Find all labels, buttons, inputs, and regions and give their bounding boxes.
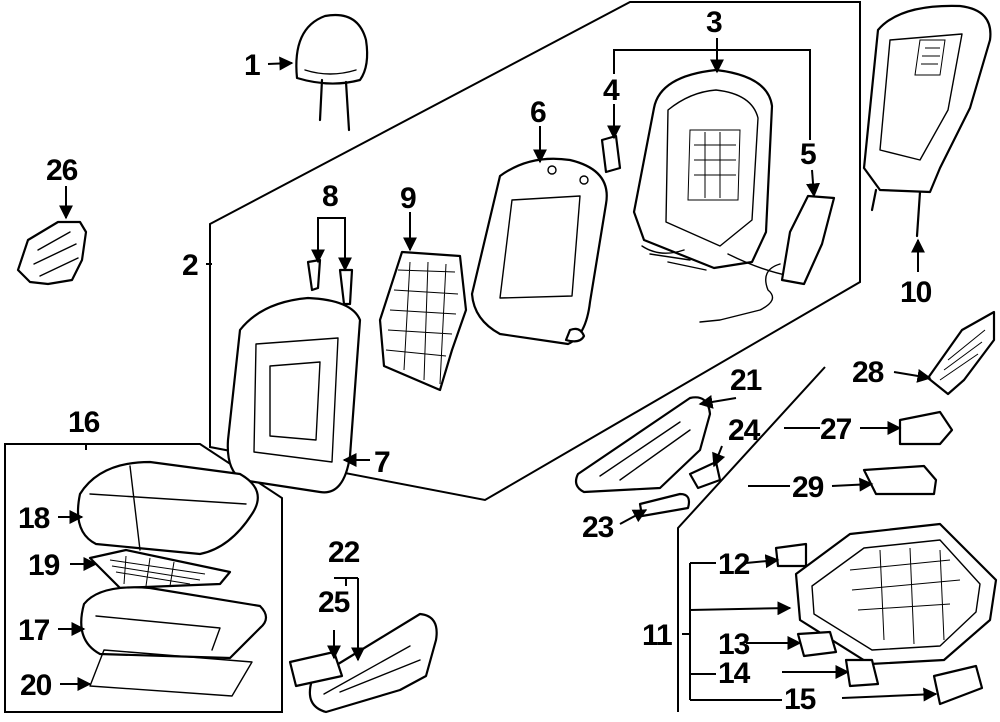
motor-part[interactable] (796, 630, 838, 658)
callout-3: 3 (706, 6, 722, 39)
callout-16: 16 (68, 406, 100, 439)
cushion-sheet-part[interactable] (89, 649, 253, 697)
callout-25: 25 (318, 586, 350, 619)
callout-10: 10 (900, 276, 932, 309)
cushion-cover-part[interactable] (76, 460, 259, 556)
leader-lines (58, 38, 938, 702)
callout-labels: 1 2 3 4 5 6 7 8 9 10 11 12 13 14 15 16 1… (18, 6, 933, 716)
callout-26: 26 (46, 154, 78, 187)
heater-mat-part[interactable] (88, 548, 232, 590)
lever-part[interactable] (638, 492, 691, 518)
callout-18: 18 (18, 502, 50, 535)
callout-15: 15 (784, 683, 816, 716)
callout-14: 14 (718, 657, 751, 690)
lower-side-trim-part[interactable] (308, 612, 438, 714)
seatback-cover-part[interactable] (470, 157, 608, 346)
track-group-frame (677, 366, 826, 712)
seatback-frame-part[interactable] (632, 68, 791, 277)
side-bracket-part[interactable] (16, 220, 88, 286)
callout-4: 4 (603, 74, 620, 107)
callout-11: 11 (642, 619, 672, 652)
headrest-part[interactable] (295, 13, 369, 132)
seatback-group-frame (209, 1, 861, 502)
sensor-part[interactable] (844, 658, 880, 688)
callout-8: 8 (322, 180, 338, 213)
clip-part[interactable] (600, 134, 622, 174)
track-clip-part[interactable] (774, 542, 808, 568)
callout-27: 27 (820, 413, 852, 446)
callout-12: 12 (718, 548, 750, 581)
callout-19: 19 (28, 549, 60, 582)
side-shield-part[interactable] (574, 396, 712, 494)
callout-2: 2 (182, 249, 198, 282)
callout-29: 29 (792, 471, 824, 504)
seatback-front-cover-part[interactable] (226, 296, 362, 494)
callout-1: 1 (244, 49, 260, 82)
headrest-guide-part[interactable] (306, 258, 354, 306)
callout-20: 20 (20, 669, 52, 702)
cushion-pad-part[interactable] (80, 586, 268, 660)
bracket-part[interactable] (688, 460, 722, 490)
callout-17: 17 (18, 614, 50, 647)
recliner-cover-part[interactable] (926, 310, 996, 396)
switch-assembly-part[interactable] (288, 650, 344, 688)
callout-22: 22 (328, 536, 360, 569)
callout-7: 7 (374, 446, 390, 479)
callout-24: 24 (728, 414, 761, 447)
side-airbag-module-part[interactable] (699, 194, 836, 323)
knob-part[interactable] (898, 410, 954, 446)
callout-5: 5 (800, 138, 816, 171)
handle-part[interactable] (862, 464, 938, 496)
seatback-board-part[interactable] (862, 4, 992, 238)
callout-23: 23 (582, 511, 614, 544)
callout-6: 6 (530, 96, 546, 129)
callout-9: 9 (400, 182, 416, 215)
seatback-pad-part[interactable] (378, 250, 468, 392)
callout-28: 28 (852, 356, 884, 389)
callout-13: 13 (718, 628, 750, 661)
callout-21: 21 (730, 364, 762, 397)
cushion-group-frame (4, 443, 283, 713)
actuator-part[interactable] (932, 664, 984, 706)
